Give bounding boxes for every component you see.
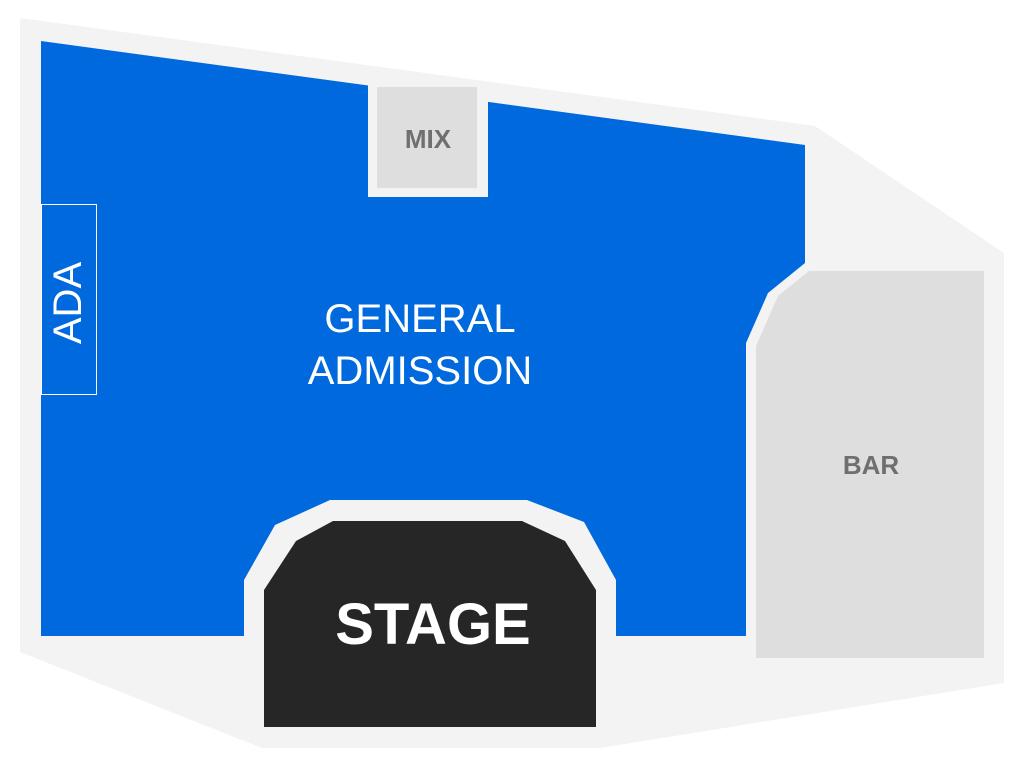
section-stage: STAGE <box>264 521 596 727</box>
ada-label: ADA <box>46 262 90 345</box>
ada-area[interactable] <box>41 204 97 395</box>
general-admission-area[interactable] <box>41 41 805 636</box>
mix-area[interactable] <box>377 87 477 188</box>
section-general-admission[interactable]: GENERAL ADMISSION <box>41 41 805 636</box>
section-bar[interactable]: BAR <box>756 271 984 658</box>
bar-area[interactable] <box>756 271 984 658</box>
stage-area <box>264 521 596 727</box>
section-mix[interactable]: MIX <box>368 84 488 197</box>
bar-label: BAR <box>843 450 900 480</box>
section-ada[interactable]: ADA <box>41 204 97 395</box>
general-admission-label-line1: GENERAL <box>324 297 515 341</box>
general-admission-label-line2: ADMISSION <box>308 349 532 393</box>
stage-label: STAGE <box>335 592 531 657</box>
mix-label: MIX <box>405 124 452 154</box>
